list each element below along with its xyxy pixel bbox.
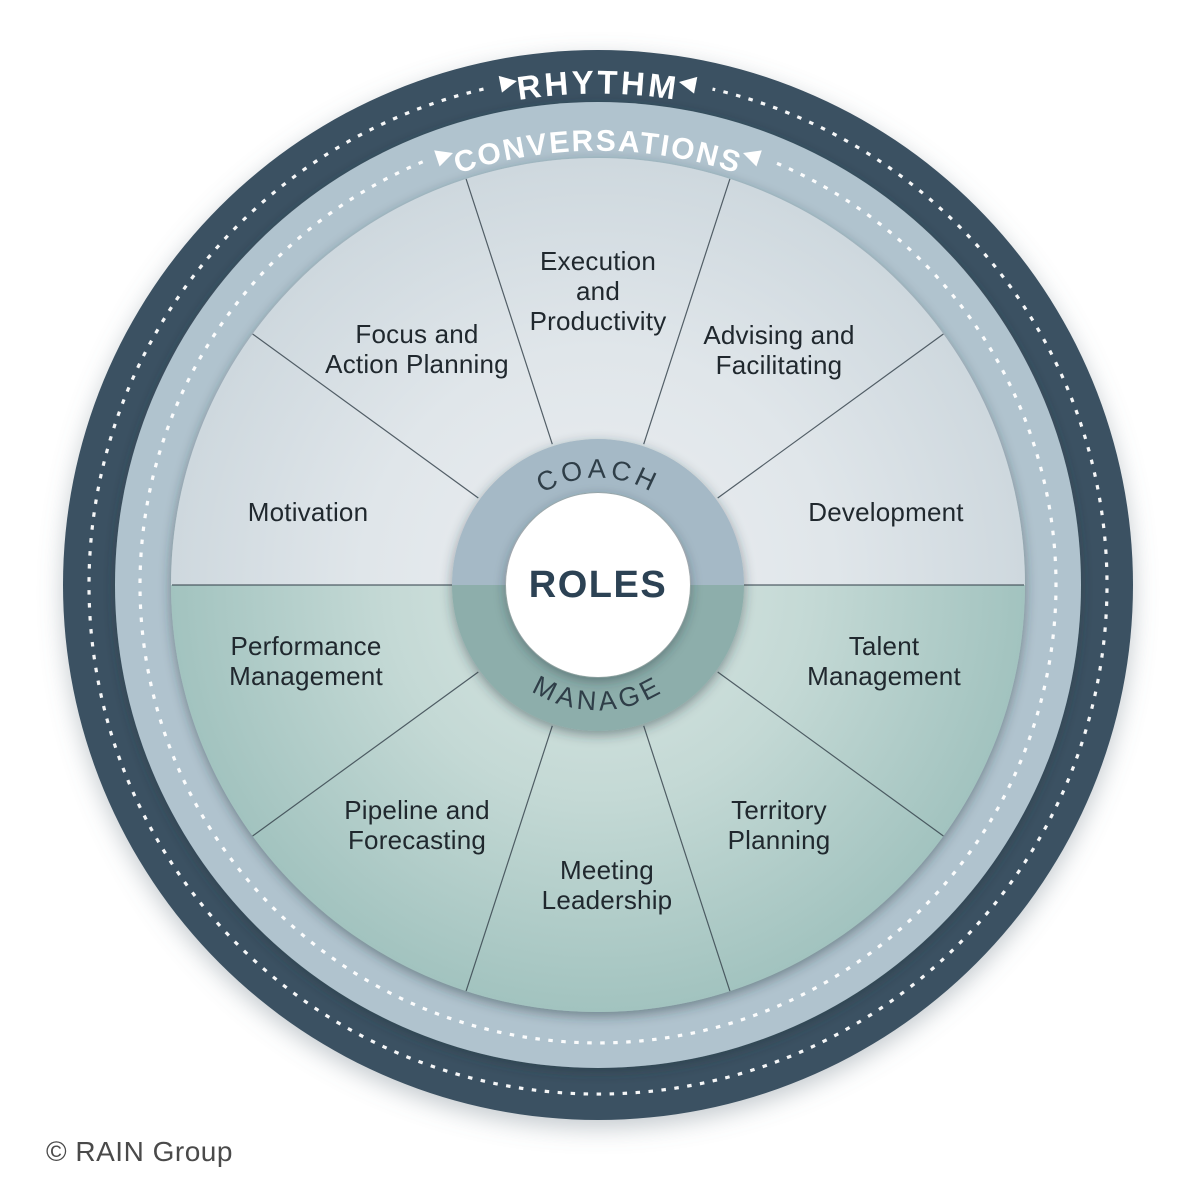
copyright-text: © RAIN Group <box>46 1136 233 1167</box>
segment-divider <box>465 178 553 445</box>
segment-label-talent-management: Talent Management <box>807 630 961 691</box>
center-ring <box>452 439 744 731</box>
segment-label-development: Development <box>808 496 964 527</box>
conversations-arrow-left-icon <box>743 150 762 167</box>
roles-circle <box>506 493 690 677</box>
rhythm-arrow-left-icon <box>679 76 698 94</box>
manage-half <box>171 585 1025 1012</box>
segment-label-focus-action-planning: Focus and Action Planning <box>325 318 509 379</box>
segment-divider <box>252 671 479 837</box>
segment-divider <box>717 333 944 499</box>
roles-label: ROLES <box>529 564 667 606</box>
segment-divider <box>643 178 731 445</box>
rhythm-arrow-right-icon <box>498 75 517 93</box>
segment-divider <box>643 725 731 992</box>
rhythm-ring-label: RHYTHM <box>515 64 682 107</box>
segment-label-motivation: Motivation <box>247 496 369 527</box>
coach-half <box>171 158 1025 585</box>
segment-label-territory-planning: Territory Planning <box>727 794 831 855</box>
segment-label-meeting-leadership: Meeting Leadership <box>541 854 673 915</box>
segment-label-pipeline-forecasting: Pipeline and Forecasting <box>344 794 490 855</box>
segment-divider <box>252 333 479 499</box>
segment-divider <box>465 725 553 992</box>
rhythm-dotted-arc <box>87 87 1109 1096</box>
segment-label-execution-productivity: Execution and Productivity <box>529 245 667 337</box>
manage-arc <box>452 585 744 731</box>
conversations-arrow-right-icon <box>434 150 453 167</box>
segment-label-performance-management: Performance Management <box>229 630 383 691</box>
segment-divider <box>717 671 944 837</box>
segment-dividers <box>172 178 1024 992</box>
segment-label-advising-facilitating: Advising and Facilitating <box>703 319 855 380</box>
segment-wheel <box>171 158 1025 1012</box>
coach-arc <box>452 439 744 585</box>
conversations-dotted-arc <box>138 160 1058 1045</box>
